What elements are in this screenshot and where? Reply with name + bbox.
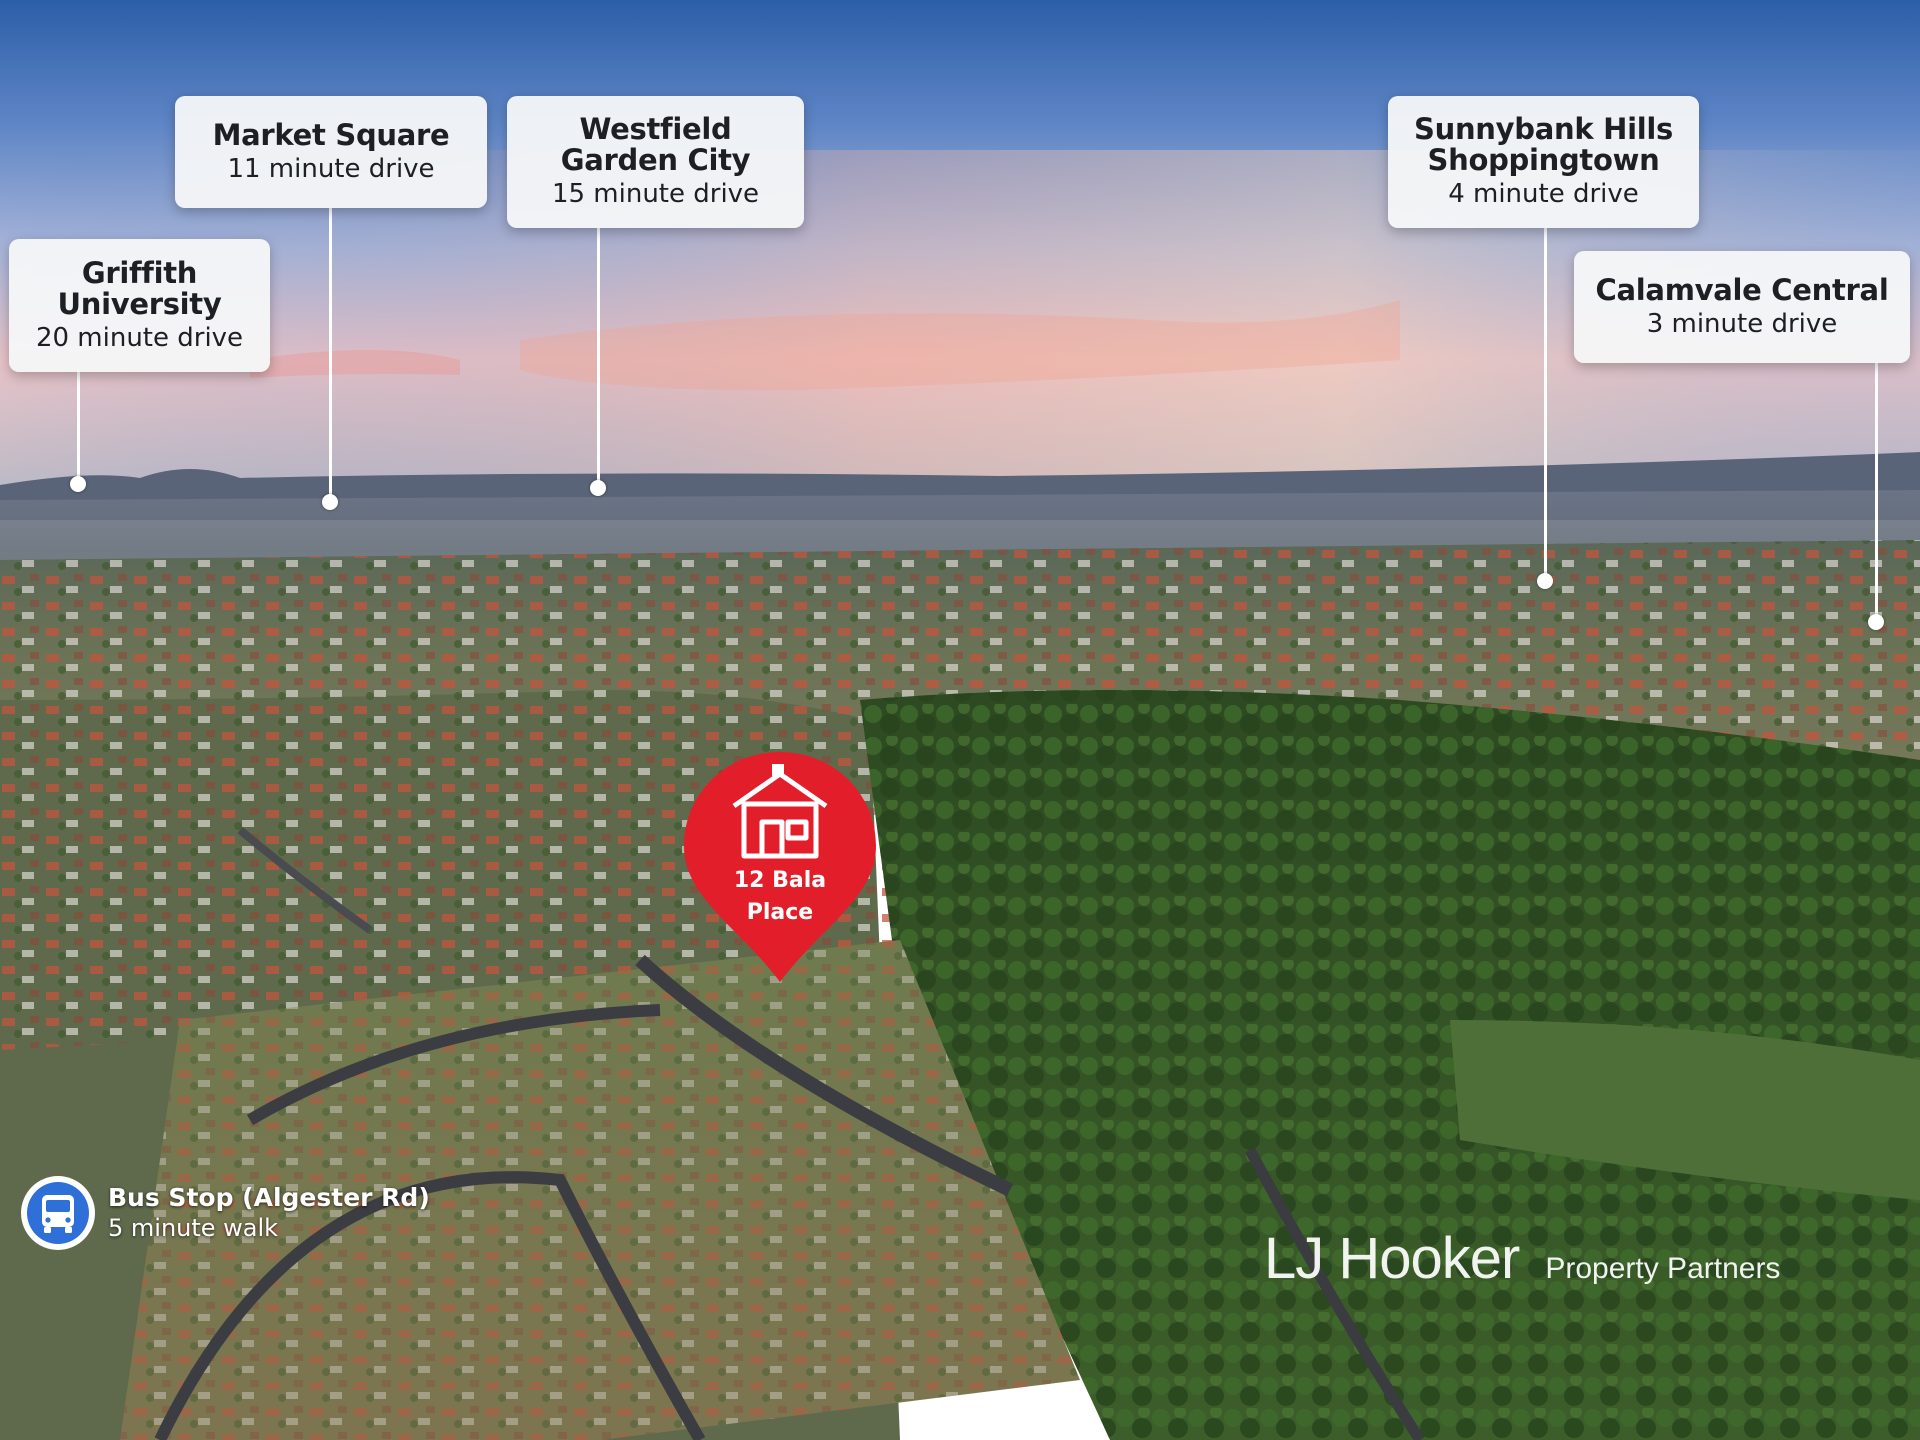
property-location-pin bbox=[684, 752, 876, 982]
house-icon bbox=[732, 764, 828, 859]
brand-name: LJ Hooker bbox=[1264, 1226, 1520, 1291]
callout-drive-time: 4 minute drive bbox=[1448, 179, 1639, 209]
bus-stop-walk-time: 5 minute walk bbox=[108, 1214, 279, 1242]
property-address-label: 12 Bala Place bbox=[733, 868, 827, 925]
callout-market-square: Market Square 11 minute drive bbox=[175, 96, 487, 208]
leader-line-westfield bbox=[597, 228, 600, 488]
marker-dot-griffith bbox=[70, 476, 86, 492]
bus-stop-marker: Bus Stop (Algester Rd) 5 minute walk bbox=[18, 1173, 430, 1253]
leader-line-calamvale bbox=[1875, 362, 1878, 622]
bus-stop-title: Bus Stop (Algester Rd) bbox=[108, 1183, 430, 1212]
callout-westfield-garden-city: Westfield Garden City 15 minute drive bbox=[507, 96, 804, 228]
callout-calamvale-central: Calamvale Central 3 minute drive bbox=[1574, 251, 1910, 363]
callout-drive-time: 3 minute drive bbox=[1646, 308, 1838, 339]
marker-dot-westfield bbox=[590, 480, 606, 496]
leader-line-sunnybank bbox=[1544, 228, 1547, 580]
callout-sunnybank-hills-shoppingtown: Sunnybank Hills Shoppingtown 4 minute dr… bbox=[1388, 96, 1699, 228]
callout-drive-time: 20 minute drive bbox=[35, 322, 244, 353]
brand-tagline: Property Partners bbox=[1545, 1252, 1781, 1285]
callout-drive-time: 15 minute drive bbox=[551, 179, 760, 209]
callout-name: Westfield Garden City bbox=[560, 112, 751, 177]
callout-griffith-university: Griffith University 20 minute drive bbox=[9, 239, 270, 372]
callout-name: Calamvale Central bbox=[1595, 272, 1889, 307]
leader-line-griffith bbox=[77, 370, 80, 484]
marker-dot-sunnybank bbox=[1537, 573, 1553, 589]
callout-name: Market Square bbox=[212, 117, 450, 152]
marker-dot-market-square bbox=[322, 494, 338, 510]
leader-line-market-square bbox=[329, 208, 332, 500]
bus-icon bbox=[21, 1176, 95, 1250]
marker-dot-calamvale bbox=[1868, 614, 1884, 630]
callout-name: Griffith University bbox=[57, 255, 222, 321]
callout-name: Sunnybank Hills Shoppingtown bbox=[1414, 112, 1673, 177]
bus-stop-text: Bus Stop (Algester Rd) 5 minute walk bbox=[108, 1183, 430, 1243]
brand-watermark: LJ Hooker Property Partners bbox=[1264, 1225, 1780, 1292]
callout-drive-time: 11 minute drive bbox=[227, 153, 435, 184]
